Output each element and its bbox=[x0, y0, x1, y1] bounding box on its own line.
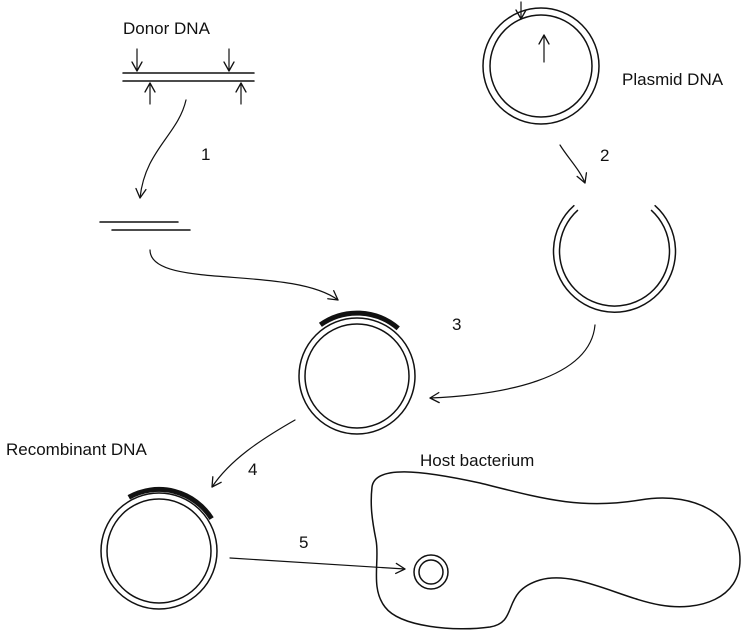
step-5-arrow bbox=[230, 558, 405, 569]
step-5-number: 5 bbox=[299, 533, 308, 553]
recombinant-dna-circle bbox=[101, 489, 217, 609]
host-plasmid-circle bbox=[414, 555, 448, 589]
step-2-arrow bbox=[560, 145, 585, 183]
plasmid-dna-circle bbox=[483, 8, 599, 124]
donor-dna-label: Donor DNA bbox=[123, 19, 210, 39]
recombinant-plasmid-circle bbox=[299, 313, 415, 434]
host-bacterium-outline bbox=[371, 472, 740, 629]
donor-cut-arrows bbox=[137, 49, 241, 104]
recombinant-dna-label: Recombinant DNA bbox=[6, 440, 147, 460]
plasmid-dna-label: Plasmid DNA bbox=[622, 70, 723, 90]
donor-fragment bbox=[100, 222, 190, 230]
opened-plasmid-circle bbox=[554, 206, 676, 313]
step-4-number: 4 bbox=[248, 460, 257, 480]
donor-dna-strand bbox=[123, 73, 254, 81]
step-2-number: 2 bbox=[600, 146, 609, 166]
step-1-number: 1 bbox=[201, 145, 210, 165]
host-bacterium-label: Host bacterium bbox=[420, 451, 534, 471]
opened-plasmid-to-recombinant-arrow bbox=[430, 325, 595, 398]
fragment-to-recombinant-arrow bbox=[150, 250, 338, 300]
step-1-arrow bbox=[140, 100, 186, 198]
step-3-number: 3 bbox=[452, 315, 461, 335]
